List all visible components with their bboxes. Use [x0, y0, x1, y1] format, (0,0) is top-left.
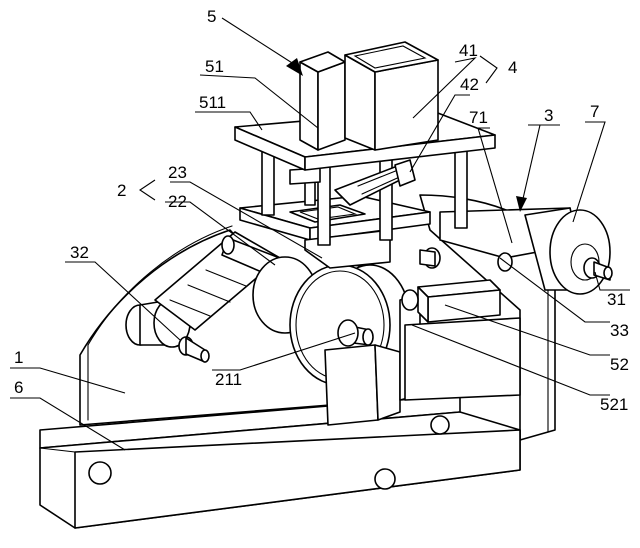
- leader-41: [412, 57, 477, 119]
- label-33: 33: [610, 321, 629, 340]
- top-plate-side: [304, 134, 496, 171]
- base-hole-right: [430, 415, 450, 435]
- chute-stripe-2: [361, 174, 405, 195]
- right-roller-shaft-end: [603, 266, 613, 280]
- leader-2-brace: [139, 179, 156, 201]
- drum-support-post: [324, 344, 379, 426]
- leader-32: [65, 261, 181, 341]
- base-hole-middle: [374, 468, 396, 490]
- belt-slat-3: [205, 269, 247, 287]
- leader-23: [170, 181, 323, 259]
- label-51: 51: [205, 57, 224, 76]
- hopper-41-side: [374, 59, 439, 151]
- leader-5: [221, 17, 301, 69]
- box-51-side: [317, 61, 346, 151]
- leader-33: [499, 257, 610, 323]
- label-42: 42: [460, 75, 479, 94]
- label-7: 7: [590, 102, 599, 121]
- label-5: 5: [207, 7, 216, 26]
- base-plate-face: [74, 429, 521, 529]
- leader-521: [411, 324, 610, 396]
- label-521: 521: [600, 395, 628, 414]
- leader-1: [10, 367, 126, 394]
- leader-22: [165, 201, 276, 266]
- right-roller-face: [549, 209, 611, 295]
- label-31: 31: [607, 290, 626, 309]
- leader-71: [477, 127, 513, 244]
- base-side-line: [39, 447, 76, 453]
- leader-3-pointer: [521, 124, 541, 204]
- motor-coupling: [401, 289, 419, 311]
- pin-mid-shaft: [419, 249, 436, 267]
- label-511: 511: [199, 93, 226, 112]
- leader-211: [212, 332, 356, 371]
- main-drum-hub: [337, 319, 359, 347]
- side-frame-edge: [87, 225, 233, 346]
- hopper-41-opening: [353, 45, 427, 69]
- label-71: 71: [469, 108, 488, 127]
- belt-slat-1: [169, 299, 211, 317]
- leader-511: [195, 111, 263, 131]
- belt-upper-roller-end: [221, 235, 235, 255]
- label-32: 32: [70, 243, 89, 262]
- belt-slat-2: [187, 284, 231, 303]
- label-2: 2: [117, 181, 126, 200]
- leader-5-arrow: [286, 58, 303, 76]
- label-3: 3: [544, 106, 553, 125]
- label-6: 6: [14, 378, 23, 397]
- label-1: 1: [14, 348, 23, 367]
- label-22: 22: [168, 192, 187, 211]
- drum-support-side: [374, 344, 401, 421]
- label-41: 41: [459, 41, 478, 60]
- chute-stripe-1: [357, 169, 399, 187]
- label-52: 52: [610, 355, 629, 374]
- main-drum-shaft-end: [362, 328, 374, 346]
- left-roller-shaft-end: [200, 349, 210, 363]
- label-211: 211: [215, 370, 242, 389]
- leader-51: [199, 74, 319, 129]
- column-rear-right: [454, 147, 468, 229]
- leader-7: [572, 121, 606, 223]
- column-back-right: [379, 149, 393, 241]
- leader-3-arrow: [516, 196, 527, 212]
- leader-42: [409, 94, 470, 173]
- label-23: 23: [168, 163, 187, 182]
- leader-6: [10, 397, 126, 451]
- right-bracket-plate: [404, 317, 521, 401]
- base-hole-left: [88, 461, 112, 485]
- leader-52: [444, 304, 610, 356]
- leader-4-brace: [479, 55, 498, 84]
- leader-31: [594, 271, 630, 291]
- label-4: 4: [508, 58, 517, 77]
- chute-pipe: [394, 159, 416, 187]
